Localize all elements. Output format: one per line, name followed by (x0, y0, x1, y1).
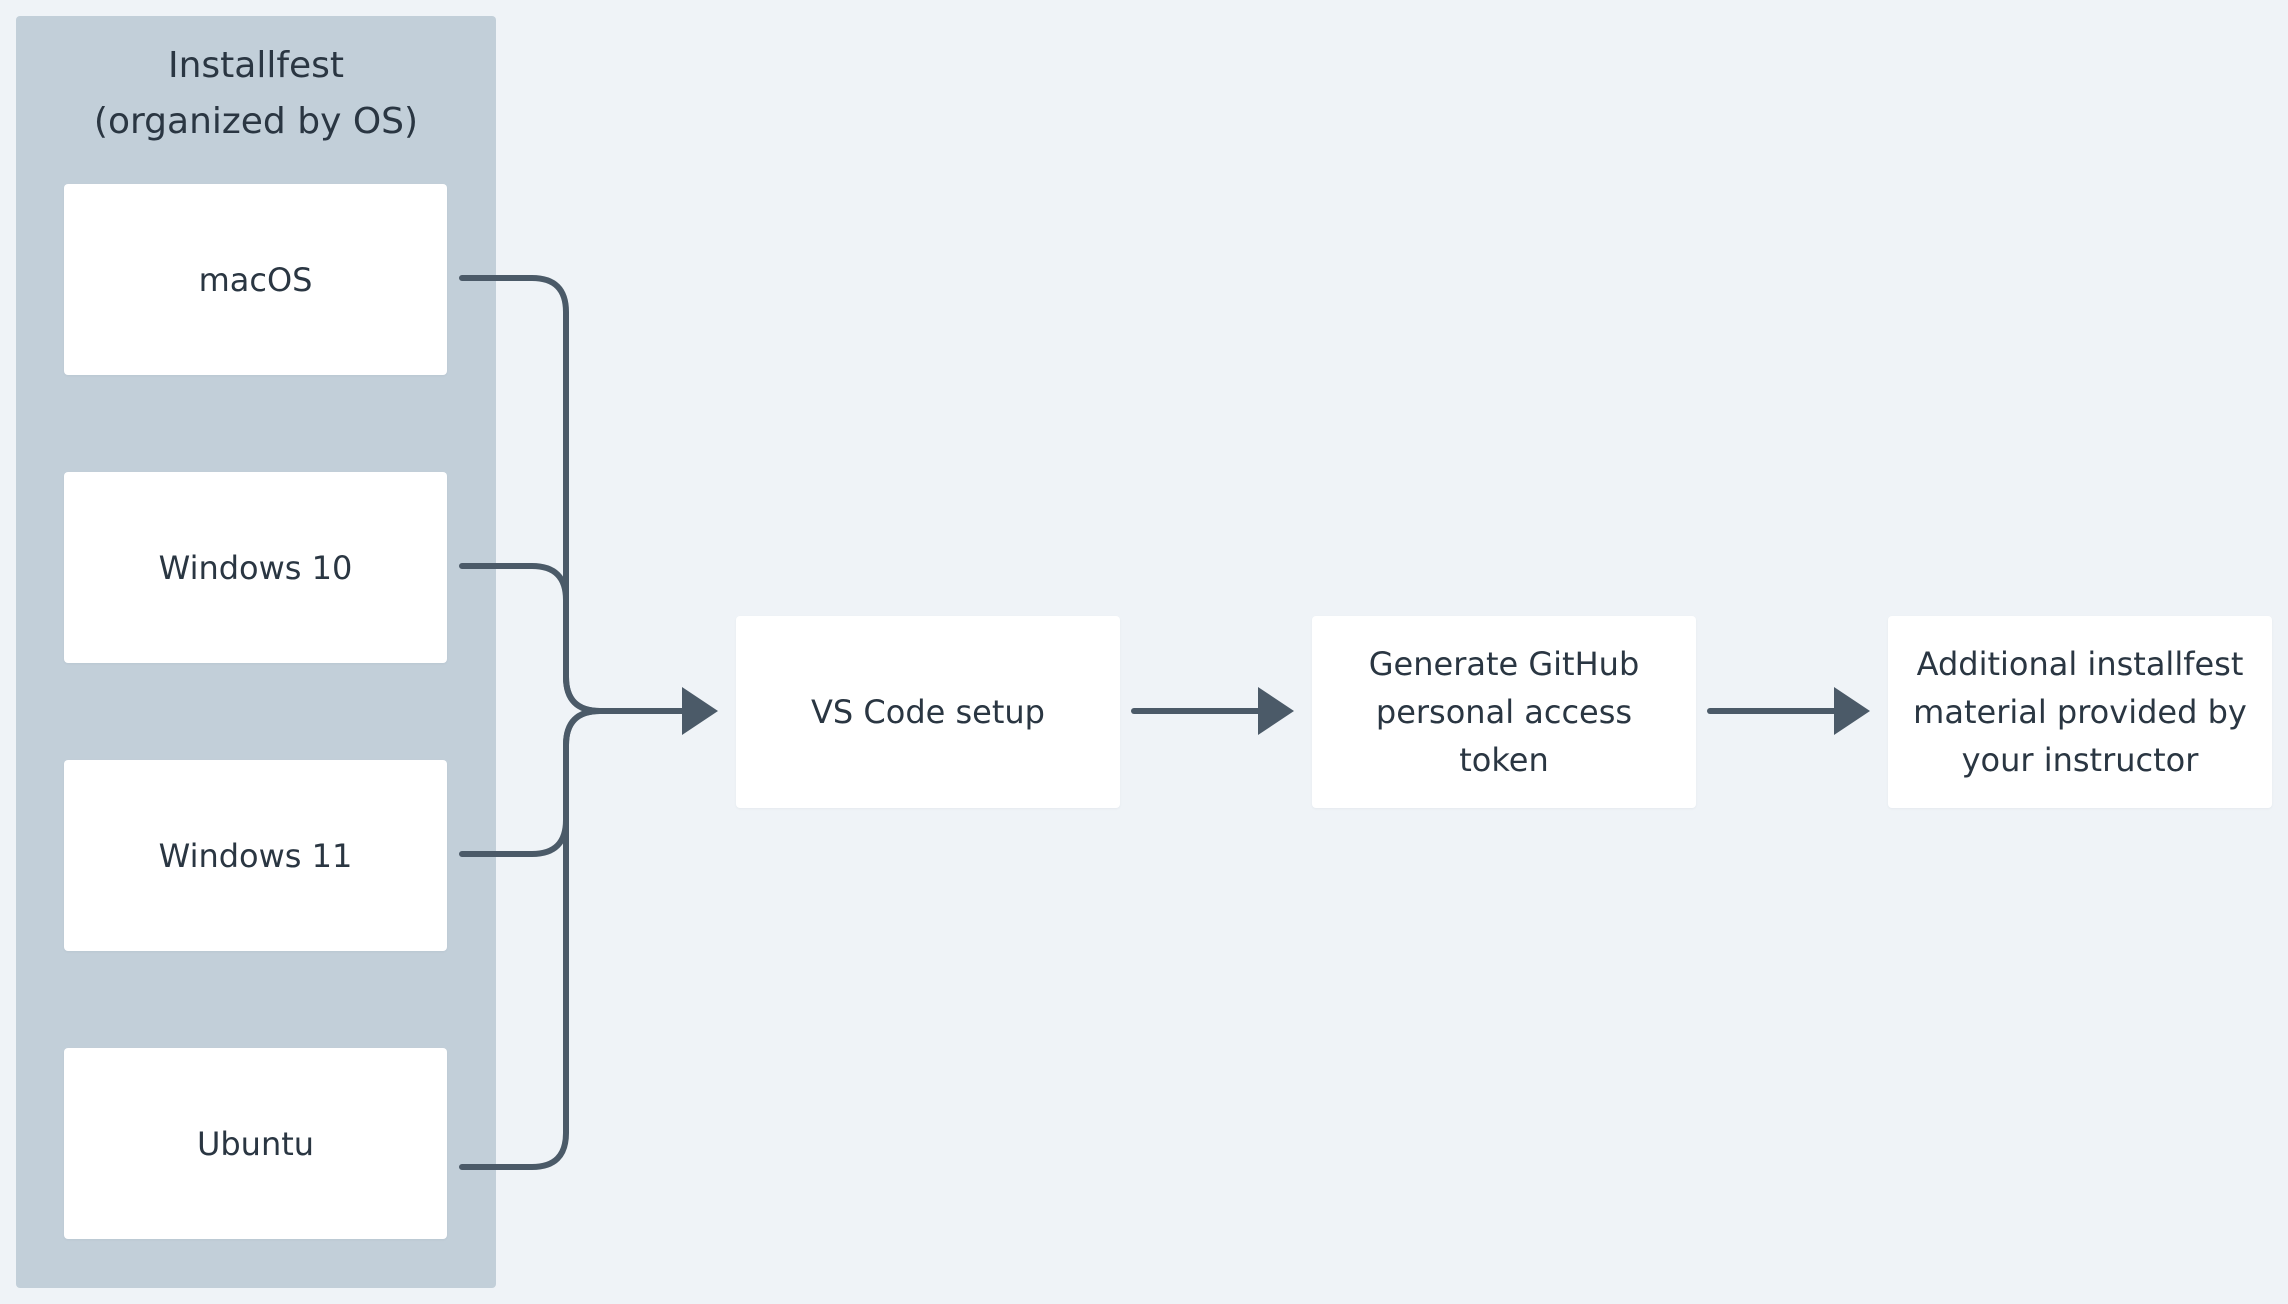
step-label-line-1: Additional installfest (1916, 645, 2244, 683)
group-title: Installfest (organized by OS) (16, 38, 496, 150)
os-node-label: Windows 10 (158, 548, 353, 587)
step-additional-material[interactable]: Additional installfest material provided… (1888, 616, 2272, 808)
step-label-line-3: token (1459, 741, 1549, 779)
step-label-line-2: material provided by (1913, 693, 2247, 731)
os-node-label: macOS (198, 260, 313, 299)
os-node-label: Ubuntu (196, 1124, 315, 1163)
step-label-line-3: your instructor (1961, 741, 2199, 779)
connector-windows-10 (459, 563, 603, 714)
os-node-ubuntu[interactable]: Ubuntu (64, 1048, 447, 1239)
connector-macos (459, 275, 603, 714)
connector-ubuntu (459, 708, 603, 1170)
step-label-line-1: Generate GitHub (1368, 645, 1640, 683)
os-node-windows-10[interactable]: Windows 10 (64, 472, 447, 663)
os-node-windows-11[interactable]: Windows 11 (64, 760, 447, 951)
step-vscode-setup[interactable]: VS Code setup (736, 616, 1120, 808)
connector-windows-11 (459, 708, 603, 857)
os-node-macos[interactable]: macOS (64, 184, 447, 375)
step-label: Additional installfest material provided… (1913, 640, 2247, 784)
step-generate-github-token[interactable]: Generate GitHub personal access token (1312, 616, 1696, 808)
step-label: Generate GitHub personal access token (1369, 640, 1640, 784)
group-title-line-2: (organized by OS) (93, 101, 419, 142)
os-node-label: Windows 11 (158, 836, 353, 875)
group-title-line-1: Installfest (167, 45, 345, 86)
step-label: VS Code setup (811, 693, 1045, 731)
step-label-line-2: personal access (1375, 693, 1633, 731)
